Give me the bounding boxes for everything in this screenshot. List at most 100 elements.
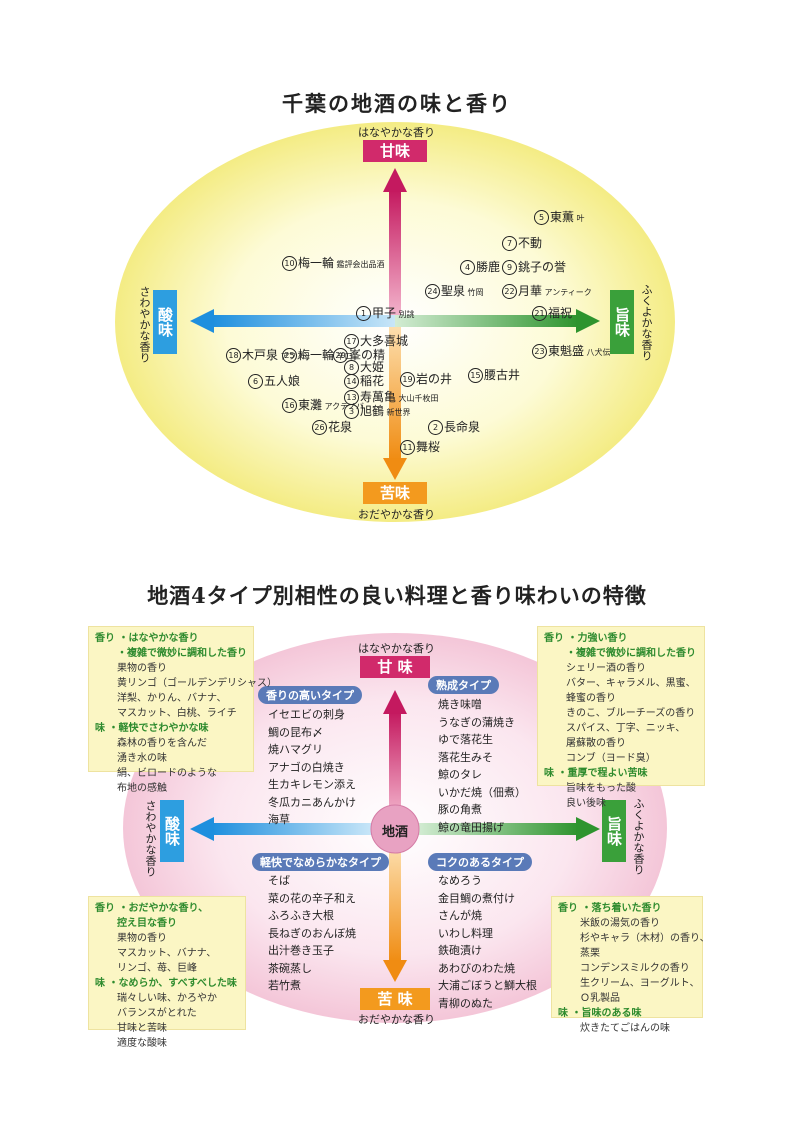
bottom-bitter-label: 苦 味	[360, 988, 430, 1010]
note-line: シェリー酒の香り	[566, 663, 646, 674]
bottom-arrow-down	[383, 840, 407, 982]
top-arrow-up	[383, 168, 407, 320]
note-line: 洋梨、かりん、バナナ、	[117, 693, 227, 704]
brand-name: 五人娘	[264, 374, 301, 388]
brand-number: 7	[502, 236, 517, 251]
food-item: 茶碗蒸し	[268, 961, 312, 975]
brand-name: 梅一輪	[298, 348, 335, 362]
brand-name: 木戸泉	[242, 348, 279, 362]
note-line: マスカット、バナナ、	[117, 948, 217, 959]
note-line: 甘味と苦味	[117, 1023, 167, 1034]
brand-name: 東灘	[298, 398, 323, 412]
brand-name: 舞桜	[416, 440, 441, 454]
foods-aromatic: イセエビの刺身鯛の昆布〆焼ハマグリアナゴの白焼き生カキレモン添え冬瓜カニあんかけ…	[268, 706, 356, 829]
brand-name: 聖泉	[441, 284, 466, 298]
notes-rich: 香り ・落ち着いた香り米飯の湯気の香り杉やキャラ（木材）の香り、蒸栗コンデンスミ…	[551, 896, 710, 1034]
top-sour-caption: さわやかな香り	[138, 286, 151, 363]
brand-name: 不動	[518, 236, 543, 250]
food-item: 菜の花の辛子和え	[268, 891, 356, 905]
food-item: 若竹煮	[268, 979, 301, 992]
notes-aromatic: 香り ・はなやかな香り・複雑で微妙に調和した香り果物の香り黄リンゴ（ゴールデンデ…	[88, 626, 277, 794]
brand-number: 5	[534, 210, 549, 225]
bottom-sour-caption: さわやかな香り	[144, 800, 157, 877]
tag-aged: 熟成タイプ	[428, 676, 499, 694]
brand-name: 東魁盛	[548, 344, 585, 358]
brand-name: 甲子	[372, 306, 397, 320]
foods-rich: なめろう金目鯛の煮付けさんが焼いわし料理鉄砲漬けあわびのわた焼大浦ごぼうと鰤大根…	[438, 872, 537, 1012]
note-line: 蒸栗	[580, 948, 600, 959]
brand-name: 銚子の誉	[518, 260, 567, 274]
food-item: 落花生みそ	[438, 750, 493, 764]
note-line: 香り ・力強い香り	[544, 633, 628, 644]
food-item: 青柳のぬた	[438, 996, 493, 1010]
brand-number: 16	[282, 398, 297, 413]
note-line: きのこ、ブルーチーズの香り	[566, 708, 696, 719]
notes-light: 香り ・おだやかな香り、控え目な香り果物の香りマスカット、バナナ、リンゴ、苺、巨…	[88, 896, 246, 1049]
notes-aged: 香り ・力強い香り・複雑で微妙に調和した香りシェリー酒の香りバター、キャラメル、…	[537, 626, 705, 809]
note-line: 炊きたてごはんの味	[580, 1023, 670, 1034]
note-line: コンブ（ヨード臭）	[566, 753, 656, 764]
brand-name: 東薫	[550, 210, 575, 224]
food-item: 鯨のタレ	[438, 768, 482, 781]
tag-aromatic: 香りの高いタイプ	[258, 686, 362, 704]
brand-sub: 叶	[574, 214, 585, 223]
food-item: アナゴの白焼き	[268, 760, 345, 774]
note-line: 香り ・はなやかな香り	[95, 633, 199, 644]
food-item: 鉄砲漬け	[438, 944, 482, 957]
top-title: 千葉の地酒の味と香り	[282, 91, 512, 116]
top-umami-label: 旨味	[610, 290, 634, 354]
brand-number: 26	[312, 420, 327, 435]
top-sour-label: 酸味	[153, 290, 177, 354]
brand-sub: 別誂	[396, 310, 415, 319]
food-item: なめろう	[438, 874, 482, 887]
food-item: ゆで落花生	[438, 733, 493, 746]
note-line: バター、キャラメル、黒蜜、	[566, 678, 696, 689]
foods-aged: 焼き味噌うなぎの蒲焼きゆで落花生落花生みそ鯨のタレいかだ焼（佃煮）豚の角煮鯨の竜…	[438, 696, 526, 836]
food-item: 焼き味噌	[438, 698, 482, 711]
bottom-title: 地酒4タイプ別相性の良い料理と香り味わいの特徴	[147, 583, 647, 608]
brand-number: 10	[282, 256, 297, 271]
food-item: ふろふき大根	[268, 909, 334, 922]
food-item: 海草	[268, 813, 290, 826]
food-item: 生カキレモン添え	[268, 778, 356, 791]
brand-number: 17	[344, 334, 359, 349]
brand-name: 岩の井	[416, 372, 453, 386]
brand-name: 勝鹿	[476, 260, 501, 274]
top-bitter-caption: おだやかな香り	[358, 508, 435, 521]
brand-sub: 鑑評会出品酒	[334, 260, 385, 269]
note-line: 果物の香り	[117, 933, 167, 944]
brand-name: 旭鶴	[360, 404, 385, 418]
brand-name: 寿萬亀	[360, 390, 397, 404]
brand-name: 大多喜城	[360, 334, 409, 348]
brand-name: 峯の精	[349, 348, 386, 362]
bottom-sweet-caption: はなやかな香り	[358, 642, 435, 655]
food-item: いかだ焼（佃煮）	[438, 785, 526, 799]
note-line: 湧き水の味	[117, 753, 167, 764]
bottom-sour-label: 酸味	[160, 800, 184, 862]
food-item: いわし料理	[438, 926, 493, 940]
brand-name: 腰古井	[484, 368, 521, 382]
brand-sub: 大山千枚田	[396, 394, 439, 403]
note-line: 生クリーム、ヨーグルト、	[580, 978, 700, 989]
brand-number: 25	[282, 348, 297, 363]
top-arrow-down	[383, 320, 407, 480]
note-line: 味 ・なめらか、すべすべした味	[95, 978, 237, 989]
top-arrow-left	[190, 309, 395, 333]
note-line: スパイス、丁字、ニッキ、	[566, 723, 686, 734]
brand-number: 18	[226, 348, 241, 363]
bottom-bitter-caption: おだやかな香り	[358, 1013, 435, 1026]
bottom-arrow-left	[190, 817, 372, 841]
food-item: 大浦ごぼうと鰤大根	[438, 979, 537, 992]
brand-number: 9	[502, 260, 517, 275]
brand-number: 15	[468, 368, 483, 383]
bottom-arrow-right	[418, 817, 600, 841]
